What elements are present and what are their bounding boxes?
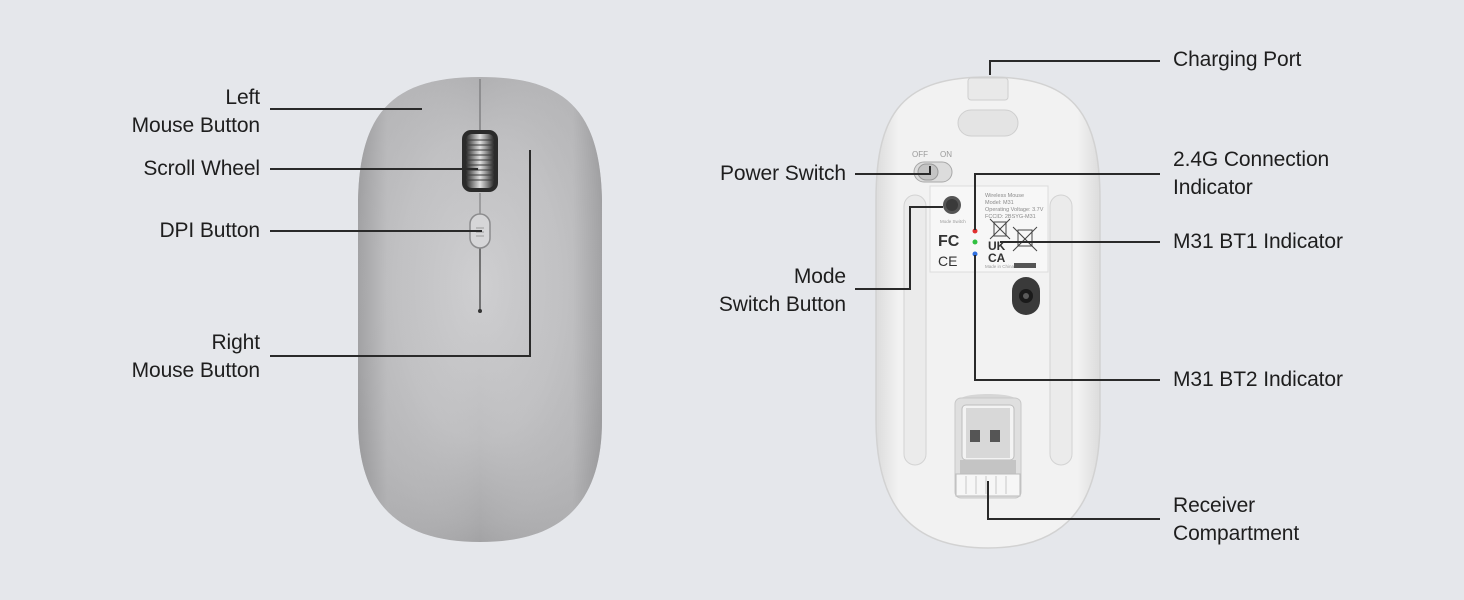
dpi-button-callout: DPI Button xyxy=(159,217,260,245)
made-in-text: Made in China xyxy=(985,264,1015,269)
bt1-indicator-label: M31 BT1 Indicator xyxy=(1173,230,1343,253)
right-button-label-line-2: Mouse Button xyxy=(131,359,260,382)
dpi-button-label: DPI Button xyxy=(159,219,260,242)
label-mode-switch-text: Mode Switch xyxy=(940,219,966,224)
scroll-wheel-graphic xyxy=(462,130,498,192)
mode-switch-label-line-1: Mode xyxy=(793,265,846,288)
right-button-label-line-1: Right xyxy=(211,331,260,354)
label-line-4: FCCID: 2BSYG-M31 xyxy=(985,214,1036,220)
left-mouse-button-callout: Left Mouse Button xyxy=(132,84,260,140)
ce-mark: CE xyxy=(938,253,957,269)
led-green xyxy=(972,239,978,245)
power-switch-callout: Power Switch xyxy=(720,160,846,188)
mouse-top-view xyxy=(358,77,602,542)
receiver-label-line-1: Receiver xyxy=(1173,494,1256,517)
label-line-1: Wireless Mouse xyxy=(985,193,1024,199)
connection-indicator-label-line-2: Indicator xyxy=(1173,176,1253,199)
scroll-wheel-callout: Scroll Wheel xyxy=(143,155,260,183)
ukca-mark-bottom: CA xyxy=(988,251,1006,265)
bottom-leader-lines xyxy=(855,60,1160,520)
led-blue xyxy=(972,251,978,257)
right-mouse-button-callout: Right Mouse Button xyxy=(132,329,260,385)
label-line-2: Model: M31 xyxy=(985,200,1014,206)
mode-switch-callout: Mode Switch Button xyxy=(719,263,846,319)
bt1-indicator-callout: M31 BT1 Indicator xyxy=(1173,228,1343,256)
top-leader-lines xyxy=(270,108,531,357)
connection-indicator-label-line-1: 2.4G Connection xyxy=(1173,148,1330,171)
charging-port-callout: Charging Port xyxy=(1173,46,1301,74)
switch-off-label: OFF xyxy=(912,150,928,159)
connection-indicator-callout: 2.4G Connection Indicator xyxy=(1173,146,1329,202)
receiver-label-line-2: Compartment xyxy=(1173,522,1300,545)
charging-port-label: Charging Port xyxy=(1173,48,1302,71)
left-button-label-line-2: Mouse Button xyxy=(131,114,260,137)
power-switch-label: Power Switch xyxy=(719,162,846,185)
bt2-indicator-callout: M31 BT2 Indicator xyxy=(1173,366,1343,394)
label-line-3: Operating Voltage: 3.7V xyxy=(985,207,1044,213)
power-switch-graphic: OFF ON xyxy=(912,150,953,183)
optical-sensor xyxy=(1012,277,1040,315)
switch-on-label: ON xyxy=(940,150,952,159)
product-label-sticker: Wireless Mouse Model: M31 Operating Volt… xyxy=(929,185,1049,273)
fcc-mark: FC xyxy=(938,233,960,250)
receiver-compartment-callout: Receiver Compartment xyxy=(1173,492,1299,548)
mouse-bottom-view: OFF ON Wireless Mouse Model: M31 Operati… xyxy=(875,76,1101,549)
mode-switch-label-line-2: Switch Button xyxy=(718,293,846,316)
weee-icon xyxy=(989,218,1038,252)
scroll-wheel-label: Scroll Wheel xyxy=(143,157,260,180)
led-red xyxy=(972,228,978,234)
left-button-label-line-1: Left xyxy=(225,86,260,109)
bt2-indicator-label: M31 BT2 Indicator xyxy=(1173,368,1343,391)
